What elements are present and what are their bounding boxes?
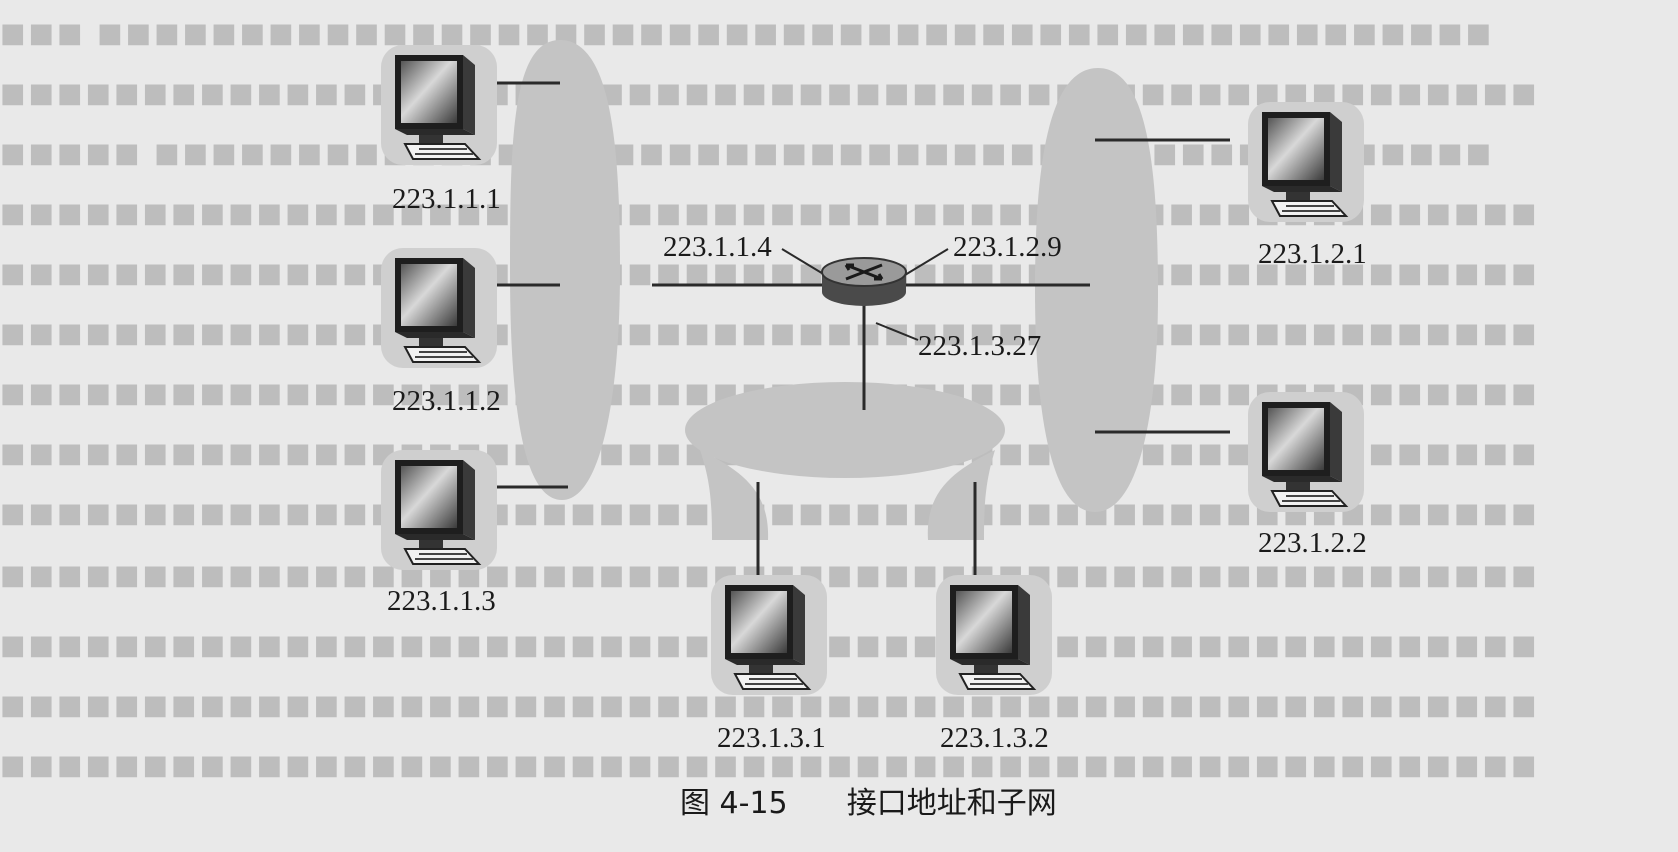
computer-icon: [1247, 391, 1365, 513]
computer-icon: [710, 574, 828, 696]
host-address-label: 223.1.2.2: [1258, 527, 1367, 559]
subnet-3-shade: [685, 382, 1005, 478]
router-icon: [821, 257, 907, 306]
host-address-label: 223.1.3.2: [940, 722, 1049, 754]
router-interface-label: 223.1.3.27: [918, 330, 1042, 362]
leader-223-1-2-9: [899, 248, 949, 279]
subnet-1-shade: [510, 40, 620, 500]
computer-icon: [380, 449, 498, 571]
figure-caption: 图 4-15 接口地址和子网: [680, 778, 1057, 822]
computer-icon: [380, 44, 498, 166]
background-text: ■■■■■■■■■■■■■■■■■■■■■■■■■■■■■■■■■■■■■■■■…: [0, 318, 1540, 349]
host-address-label: 223.1.1.1: [392, 183, 501, 215]
computer-icon: [935, 574, 1053, 696]
leader-223-1-3-27: [875, 322, 919, 341]
figure-number: 图 4-15: [680, 786, 788, 821]
subnet-3-right-branch: [927, 450, 995, 540]
computer-icon: [380, 247, 498, 369]
host-address-label: 223.1.1.2: [392, 385, 501, 417]
host-address-label: 223.1.2.1: [1258, 238, 1367, 270]
background-text: ■■■■■■■■■■■■■■■■■■■■■■■■■■■■■■■■■■■■■■■■…: [0, 690, 1540, 721]
computer-icon: [1247, 101, 1365, 223]
host-address-label: 223.1.3.1: [717, 722, 826, 754]
router-interface-label: 223.1.1.4: [663, 231, 772, 263]
figure-title: 接口地址和子网: [846, 786, 1057, 821]
background-text: ■■■ ■■■■■■■■■■■■■■■■■■■■■■■■■■■■■■■■■■■■…: [0, 18, 1495, 49]
background-text: ■■■■■■■■■■■■■■■■■■■■■■■■■■■■■■■■■■■■■■■■…: [0, 750, 1540, 781]
background-text: ■■■■■ ■■■■■■■■■■■■■■■■■■■■■■■■■■■■■■■■■■…: [0, 138, 1495, 169]
host-address-label: 223.1.1.3: [387, 585, 496, 617]
router-interface-label: 223.1.2.9: [953, 231, 1062, 263]
subnet-2-shade: [1035, 68, 1158, 512]
subnet-3-left-branch: [700, 450, 769, 540]
